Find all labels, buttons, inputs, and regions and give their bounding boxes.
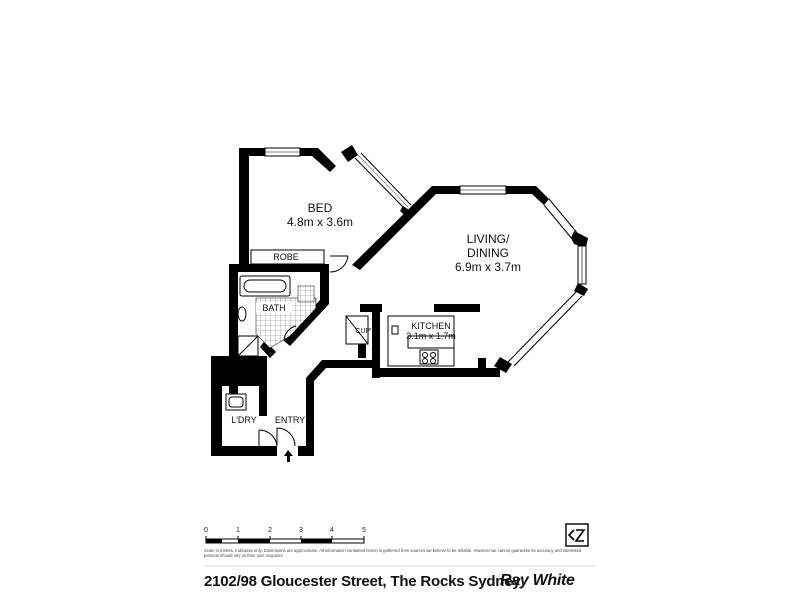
living-name-2: DINING [467, 245, 509, 260]
living-label: LIVING/ DINING 6.9m x 3.7m [448, 232, 528, 274]
kitchen-size: 3.1m x 1.7m [406, 331, 456, 342]
entry-arrow-icon [284, 450, 293, 462]
bath-walls [229, 264, 329, 394]
kitchen-bench [387, 315, 455, 367]
living-name: LIVING/ [466, 232, 510, 246]
scale-tick-4: 4 [330, 527, 334, 534]
scale-tick-2: 2 [268, 527, 272, 534]
laundry-label: L'DRY [231, 415, 257, 425]
kitchen-label: KITCHEN 3.1m x 1.7m [396, 321, 466, 342]
robe [229, 249, 329, 272]
living-windows [459, 185, 587, 367]
entry-door [276, 427, 296, 447]
laundry-fixtures [225, 393, 278, 447]
scale-tick-5: 5 [362, 527, 366, 534]
property-address: 2102/98 Gloucester Street, The Rocks Syd… [204, 573, 521, 590]
bed-label: BED 4.8m x 3.6m [280, 201, 360, 230]
bed-size: 4.8m x 3.6m [286, 214, 354, 229]
shower-tiles [297, 285, 315, 303]
laundry-walls [211, 356, 372, 456]
scale-tick-1: 1 [236, 527, 240, 534]
living-size: 6.9m x 3.7m [454, 259, 522, 274]
kitchen-walls [358, 304, 500, 378]
kitchen-name: KITCHEN [411, 321, 451, 331]
agency-brand: Ray White [500, 572, 575, 589]
robe-label: ROBE [273, 252, 299, 262]
disclaimer-text: Scale in metres. Indicative only. Dimens… [204, 548, 582, 558]
cz-logo-icon [565, 523, 589, 547]
bath-label: BATH [256, 303, 292, 314]
interior-doors [283, 255, 349, 341]
scale-bar [205, 536, 365, 544]
bed-windows [264, 147, 412, 211]
entry-label: ENTRY [274, 415, 306, 425]
scale-tick-3: 3 [299, 527, 303, 534]
living-walls [352, 186, 588, 373]
cupboard [345, 315, 369, 345]
scale-tick-0: 0 [204, 527, 208, 534]
bed-name: BED [307, 201, 333, 215]
cupboard-label: CUP'D [355, 328, 377, 335]
